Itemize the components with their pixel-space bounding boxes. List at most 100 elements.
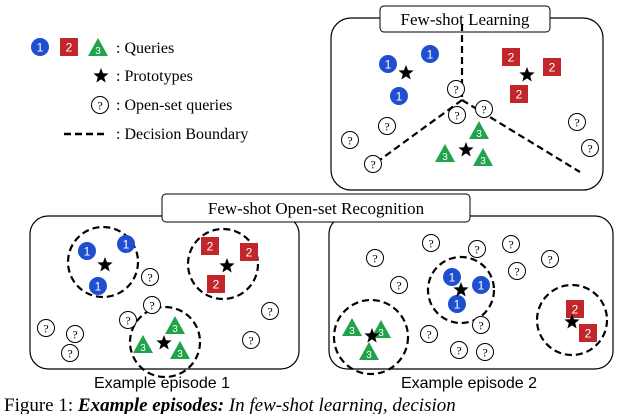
fsl-open-query: ? — [447, 80, 465, 98]
fsl-open-query: ? — [378, 117, 396, 135]
svg-text:?: ? — [478, 319, 483, 333]
episode2-prototype-2 — [564, 314, 580, 329]
figure-caption: Figure 1: Example episodes: In few-shot … — [4, 394, 630, 414]
svg-text:2: 2 — [508, 51, 515, 65]
svg-text:2: 2 — [207, 240, 214, 254]
episode2-query-3: 3 — [359, 342, 379, 361]
svg-text:?: ? — [508, 238, 513, 252]
svg-text:1: 1 — [449, 271, 456, 285]
svg-text:2: 2 — [572, 303, 579, 317]
episode1-query-2: 2 — [207, 275, 225, 293]
episode2-open-query: ? — [390, 276, 408, 294]
episode2-query-1: 1 — [443, 268, 461, 286]
legend-blue-circle-icon: 1 — [31, 38, 49, 56]
legend-question-circle-icon: ? — [91, 96, 109, 114]
svg-text:3: 3 — [476, 129, 482, 140]
caption-prefix: Figure 1: — [4, 395, 78, 414]
svg-text:?: ? — [97, 99, 102, 113]
svg-text:3: 3 — [349, 326, 355, 337]
svg-text:?: ? — [248, 334, 253, 348]
episode1-open-query: ? — [61, 344, 79, 362]
legend-boundary: : Decision Boundary — [116, 126, 248, 143]
episode2-open-query: ? — [450, 341, 468, 359]
episode1-label: Example episode 1 — [94, 375, 230, 392]
episode1-cluster-3 — [128, 305, 202, 379]
svg-text:?: ? — [347, 134, 352, 148]
svg-text:2: 2 — [66, 41, 73, 55]
episode2-open-query: ? — [422, 234, 440, 252]
legend-red-square-icon: 2 — [60, 38, 78, 56]
fsl-open-query: ? — [364, 155, 382, 173]
svg-text:3: 3 — [95, 46, 101, 57]
episode1-query-3: 3 — [170, 341, 190, 360]
svg-text:1: 1 — [84, 245, 91, 259]
episode2-open-query: ? — [476, 343, 494, 361]
episode1-open-query: ? — [119, 311, 137, 329]
svg-text:?: ? — [474, 243, 479, 257]
fsl-query-1: 1 — [421, 45, 439, 63]
fsl-prototype-3 — [458, 142, 474, 157]
svg-text:2: 2 — [213, 278, 220, 292]
svg-text:?: ? — [482, 346, 487, 360]
legend-green-triangle-icon: 3 — [88, 38, 108, 57]
episode2-label: Example episode 2 — [401, 375, 537, 392]
svg-text:2: 2 — [585, 327, 592, 341]
episode1-cluster-1 — [66, 225, 140, 299]
episode1-open-query: ? — [141, 268, 159, 286]
fsl-title: Few-shot Learning — [401, 10, 530, 29]
svg-text:?: ? — [67, 347, 72, 361]
svg-text:?: ? — [72, 328, 77, 342]
fsl-title-box — [379, 5, 551, 33]
svg-text:?: ? — [372, 252, 377, 266]
svg-text:?: ? — [267, 305, 272, 319]
fsl-open-query: ? — [581, 139, 599, 157]
svg-text:?: ? — [125, 314, 130, 328]
episode1-open-query: ? — [242, 331, 260, 349]
fsl-query-1: 1 — [390, 87, 408, 105]
fsor-title-box — [161, 193, 471, 223]
episode2-open-query: ? — [468, 240, 486, 258]
episode2-open-query: ? — [472, 316, 490, 334]
fsl-prototype-2 — [519, 67, 535, 82]
svg-text:3: 3 — [366, 350, 372, 361]
fsl-query-2: 2 — [543, 58, 561, 76]
svg-text:2: 2 — [246, 246, 253, 260]
episode2-open-query: ? — [502, 235, 520, 253]
svg-text:?: ? — [454, 109, 459, 123]
svg-text:?: ? — [370, 158, 375, 172]
episode1-query-2: 2 — [240, 243, 258, 261]
svg-text:?: ? — [547, 253, 552, 267]
svg-text:?: ? — [396, 279, 401, 293]
fsl-boundary-left — [365, 99, 463, 171]
svg-text:3: 3 — [378, 328, 384, 339]
episode1-prototype-3 — [156, 335, 172, 350]
episode1-open-query: ? — [66, 325, 84, 343]
fsl-prototype-1 — [398, 65, 414, 80]
episode2-query-2: 2 — [579, 324, 597, 342]
fsl-open-query: ? — [475, 100, 493, 118]
svg-text:?: ? — [453, 83, 458, 97]
episode1-query-3: 3 — [133, 335, 153, 354]
svg-text:1: 1 — [396, 90, 403, 104]
fsl-query-3: 3 — [469, 121, 489, 140]
svg-text:2: 2 — [549, 61, 556, 75]
legend-open-set: : Open-set queries — [116, 97, 232, 114]
episode2-query-1: 1 — [448, 295, 466, 313]
svg-text:?: ? — [426, 328, 431, 342]
episode2-prototype-3 — [364, 328, 380, 343]
episode2-open-query: ? — [508, 262, 526, 280]
fsl-open-query: ? — [448, 106, 466, 124]
episode1-query-1: 1 — [78, 242, 96, 260]
svg-text:?: ? — [456, 344, 461, 358]
fsl-open-query: ? — [568, 113, 586, 131]
episode1-query-1: 1 — [117, 235, 135, 253]
episode1-query-1: 1 — [89, 277, 107, 295]
episode1-prototype-1 — [97, 257, 113, 272]
svg-text:1: 1 — [454, 298, 461, 312]
episode1-query-3: 3 — [165, 316, 185, 335]
episode2-query-3: 3 — [342, 318, 362, 337]
episode2-cluster-2 — [535, 283, 609, 357]
episode1-query-2: 2 — [201, 237, 219, 255]
episode1-open-query: ? — [37, 319, 55, 337]
